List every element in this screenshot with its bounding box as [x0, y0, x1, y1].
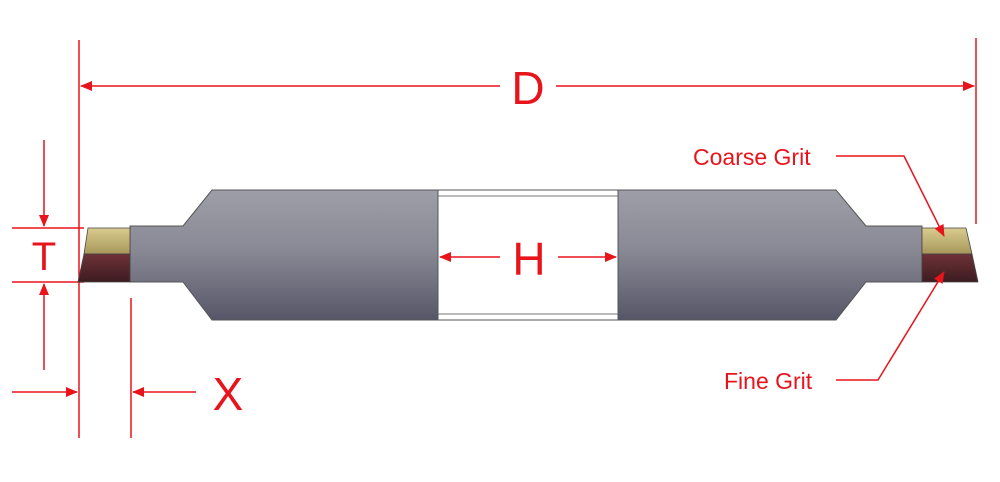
wheel-core [129, 189, 439, 321]
wheel-body [129, 189, 923, 321]
right-fine-grit-layer [921, 253, 979, 283]
fine-grit-label: Fine Grit [724, 368, 813, 394]
dimension-d-label: D [511, 62, 544, 114]
left-abrasive-rim [77, 227, 131, 283]
wheel-core-right [617, 189, 923, 321]
right-coarse-grit-layer [921, 227, 973, 255]
left-coarse-grit-layer [83, 227, 131, 255]
coarse-grit-label: Coarse Grit [693, 144, 811, 170]
extension-lines [12, 38, 977, 438]
bore [437, 189, 619, 321]
right-abrasive-rim [921, 227, 979, 283]
left-fine-grit-layer [77, 253, 131, 283]
dimension-t-label: T [32, 235, 56, 279]
dimension-x-label: X [213, 368, 244, 420]
fine-grit-leader [836, 271, 945, 381]
dimension-h-label: H [512, 233, 545, 285]
coarse-grit-leader [836, 155, 945, 237]
